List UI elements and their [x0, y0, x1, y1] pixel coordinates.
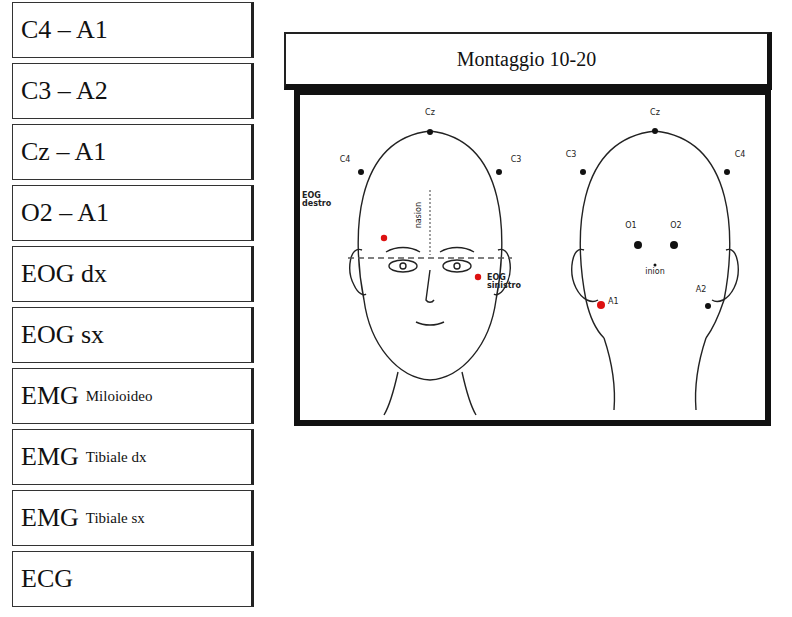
eog-electrode [475, 274, 481, 280]
electrode-label: O2 [670, 222, 681, 230]
channel-name: Montaggio 10-20 [457, 48, 596, 71]
channel-cell: O2 – A1 [12, 185, 254, 241]
channel-cell: ECG [12, 551, 254, 607]
channel-name: C4 – A1 [21, 15, 108, 45]
back-head [572, 131, 738, 410]
eog-label: EOG destro [302, 192, 350, 209]
reference-electrode [597, 301, 605, 309]
picture-frame [297, 92, 768, 423]
channel-cell: C4 – A1 [12, 2, 254, 58]
channel-cell: EOG dx [12, 246, 254, 302]
electrode-label: A2 [696, 286, 707, 294]
electrode-label: C4 [340, 156, 351, 164]
channel-name: EOG sx [21, 320, 104, 350]
channel-name: O2 – A1 [21, 198, 109, 228]
channel-name: EMG [21, 503, 79, 533]
electrode-label: inion [645, 268, 664, 276]
muscle-name: Tibiale sx [86, 510, 145, 527]
eog-electrode [381, 235, 387, 241]
electrode-label: A1 [608, 298, 619, 306]
channel-name: EMG [21, 381, 79, 411]
channel-cell: EMG Tibiale dx [12, 429, 254, 485]
electrode-label: Cz [650, 109, 660, 117]
channel-name: C3 – A2 [21, 76, 108, 106]
electrode-label: C3 [566, 151, 577, 159]
electrode-label: C4 [735, 151, 746, 159]
electrode-label: O1 [625, 222, 636, 230]
channel-name: Cz – A1 [21, 137, 106, 167]
channel-cell: EMG Miloioideo [12, 368, 254, 424]
channel-cell: Cz – A1 [12, 124, 254, 180]
electrode-label: C3 [511, 156, 522, 164]
eog-label: EOG sinistro [487, 274, 535, 291]
electrode-label: Cz [425, 109, 435, 117]
channel-cell: EMG Tibiale sx [12, 490, 254, 546]
electrode-label: nasion [415, 202, 423, 228]
channel-cell: EOG sx [12, 307, 254, 363]
channel-cell: C3 – A2 [12, 63, 254, 119]
muscle-name: Miloioideo [86, 388, 153, 405]
channel-name: ECG [21, 564, 73, 594]
muscle-name: Tibiale dx [86, 449, 147, 466]
title-bar: Montaggio 10-20 [284, 32, 772, 90]
channel-name: EMG [21, 442, 79, 472]
channel-name: EOG dx [21, 259, 107, 289]
